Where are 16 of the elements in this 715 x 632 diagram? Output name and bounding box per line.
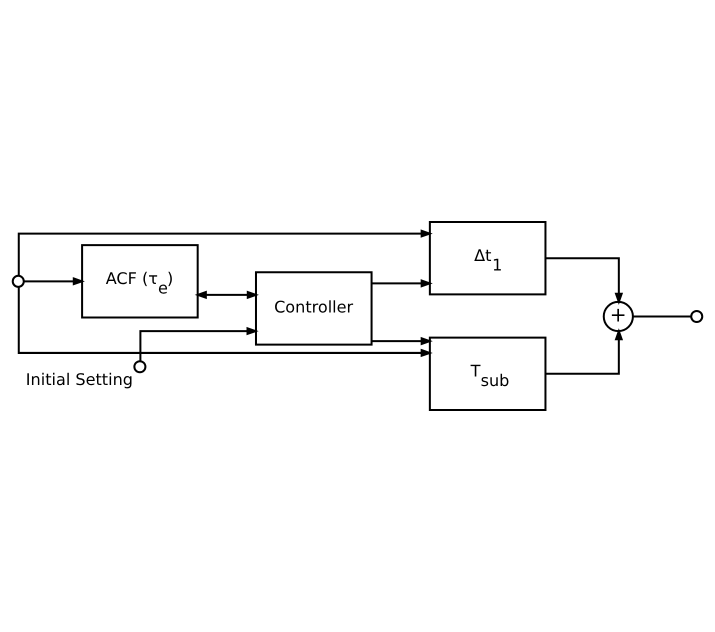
connector xyxy=(633,316,692,318)
arrow xyxy=(24,277,85,286)
arrow xyxy=(372,336,433,346)
arrow xyxy=(546,328,624,375)
arrow xyxy=(194,290,259,300)
node-circle xyxy=(133,360,146,374)
arrow xyxy=(372,279,433,288)
node-box: Controller xyxy=(254,271,373,346)
arrow xyxy=(546,257,624,305)
node-circle xyxy=(690,310,704,324)
arrow xyxy=(18,286,433,358)
arrow xyxy=(18,229,433,276)
arrow xyxy=(139,326,259,362)
node-circle: + xyxy=(602,300,634,332)
node-label: Initial Setting xyxy=(26,370,133,390)
node-circle xyxy=(12,274,25,288)
